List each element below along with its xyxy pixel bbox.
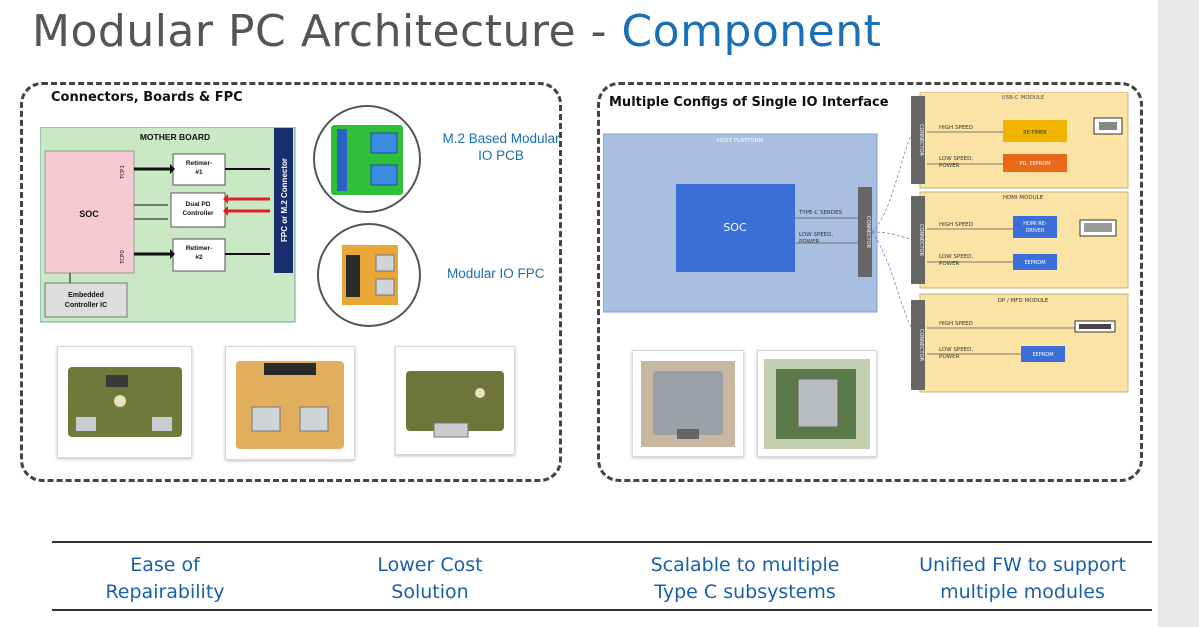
- tcp0-label: TCP0: [120, 250, 126, 265]
- typec-label: TYPE-C SERDES: [798, 210, 843, 216]
- right-panel-title: Multiple Configs of Single IO Interface: [609, 95, 889, 110]
- svg-text:CONNECTOR: CONNECTOR: [918, 329, 924, 362]
- soc-block: [44, 150, 135, 274]
- connector-label: FPC or M.2 Connector: [280, 158, 289, 242]
- host-soc: [676, 184, 795, 272]
- usbc-module: CONNECTOR USB-C MODULE HIGH SPEED RE-TIM…: [911, 92, 1129, 189]
- svg-text:HDMI RE-DRIVER: HDMI RE-DRIVER: [1023, 221, 1047, 234]
- soc-label: SOC: [79, 209, 99, 219]
- host-connector: [858, 187, 872, 277]
- left-panel-title: Connectors, Boards & FPC: [51, 90, 243, 105]
- left-panel: [20, 82, 562, 482]
- host-label: HOST PLATFORM: [717, 138, 764, 144]
- connector-bar: [274, 128, 293, 273]
- benefit-scalable: Scalable to multiple Type C subsystems: [650, 554, 840, 603]
- svg-text:LOW SPEED,POWER: LOW SPEED,POWER: [939, 156, 973, 169]
- right-panel: [597, 82, 1143, 482]
- motherboard-diagram: MOTHER BOARD SOC Retimer-#1 Retimer-#2 D…: [40, 127, 296, 323]
- motherboard-label: MOTHER BOARD: [140, 132, 210, 142]
- svg-text:HIGH SPEED: HIGH SPEED: [939, 321, 973, 327]
- benefit-lower-cost: Lower Cost Solution: [377, 554, 483, 603]
- svg-text:LOW SPEED,POWER: LOW SPEED,POWER: [939, 254, 973, 267]
- photo-module-hdmi: [757, 350, 877, 457]
- usbc-pd-eeprom: [1003, 154, 1067, 172]
- footer-bottom-rule: [52, 609, 1152, 611]
- photo-module-shielded: [632, 350, 744, 457]
- lowspeed-label: LOW SPEED,POWER: [799, 232, 833, 245]
- fpc-label: Modular IO FPC: [447, 266, 545, 281]
- side-strip: [1158, 0, 1199, 627]
- svg-text:CONNECTOR: CONNECTOR: [918, 224, 924, 257]
- host-connector-label: CONNECTOR: [865, 216, 871, 249]
- svg-text:HIGH SPEED: HIGH SPEED: [939, 125, 973, 131]
- photo-m2-board: [57, 346, 192, 458]
- title-main: Modular PC Architecture -: [32, 6, 622, 57]
- svg-text:PD, EEPROM: PD, EEPROM: [1019, 161, 1050, 167]
- dp-mfd-module: CONNECTOR DP / MFD MODULE HIGH SPEED LOW…: [911, 293, 1129, 393]
- benefit-repairability: Ease of Repairability: [105, 554, 225, 603]
- hdmi-eeprom: [1013, 254, 1057, 270]
- slide-title: Modular PC Architecture - Component: [32, 6, 881, 57]
- tcp1-label: TCP1: [120, 165, 126, 180]
- hdmi-module: CONNECTOR HDMI MODULE HIGH SPEED HDMI RE…: [911, 191, 1129, 289]
- photo-fpc-module: [225, 346, 355, 460]
- title-accent: Component: [621, 6, 882, 57]
- benefit-unified-fw: Unified FW to support multiple modules: [919, 554, 1126, 603]
- retimer1-label: Retimer-#1: [186, 160, 212, 176]
- retimer2-label: Retimer-#2: [186, 245, 212, 261]
- ec-block: [44, 282, 128, 318]
- usbc-retimer: [1003, 120, 1067, 142]
- svg-text:LOW SPEED,POWER: LOW SPEED,POWER: [939, 347, 973, 360]
- dp-module-title: DP / MFD MODULE: [998, 298, 1049, 304]
- usbc-module-title: USB-C MODULE: [1002, 95, 1045, 101]
- svg-text:EEPROM: EEPROM: [1032, 352, 1053, 358]
- photo-hdmi-board: [395, 346, 515, 455]
- footer-top-rule: [52, 541, 1152, 543]
- m2-label: M.2 Based Modular IO PCB: [442, 131, 560, 163]
- svg-text:EEPROM: EEPROM: [1024, 260, 1045, 266]
- hdmi-redriver: [1013, 216, 1057, 238]
- m2-pcb-illustration: [313, 105, 421, 213]
- svg-text:CONNECTOR: CONNECTOR: [918, 124, 924, 157]
- dp-eeprom: [1021, 346, 1065, 362]
- svg-text:HIGH SPEED: HIGH SPEED: [939, 222, 973, 228]
- host-soc-label: SOC: [723, 221, 747, 234]
- fpc-illustration: [317, 223, 421, 327]
- svg-text:RE-TIMER: RE-TIMER: [1023, 130, 1047, 136]
- hdmi-module-title: HDMI MODULE: [1003, 195, 1044, 201]
- io-config-diagram: HOST PLATFORM SOC TYPE-C SERDES LOW SPEE…: [603, 92, 1129, 393]
